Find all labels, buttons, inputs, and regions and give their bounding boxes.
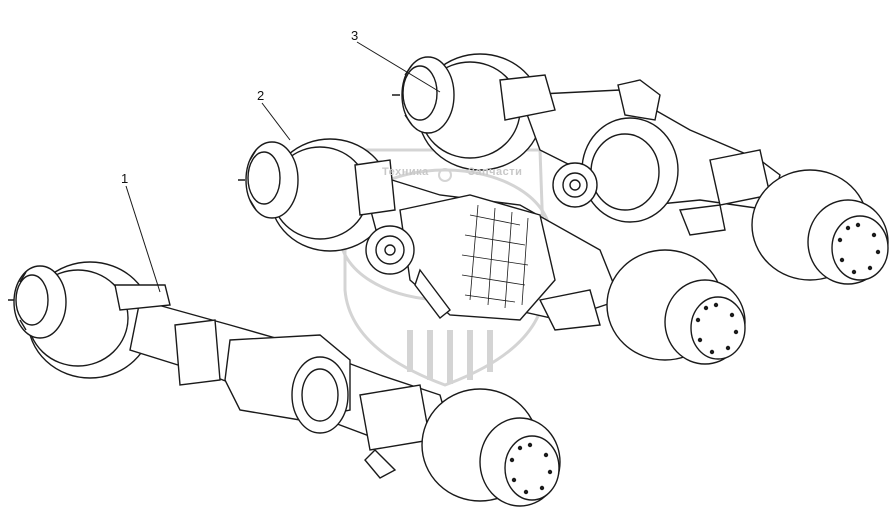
leader-lines — [125, 41, 441, 293]
leader-line-2 — [261, 102, 291, 141]
leader-line-1 — [125, 185, 161, 293]
callout-label-3: 3 — [351, 28, 359, 43]
watermark-text-right: Запчасти — [468, 166, 523, 178]
axle-2 — [238, 138, 746, 365]
callout-label-2: 2 — [257, 88, 265, 103]
axle-1 — [8, 261, 561, 507]
callout-label-1: 1 — [121, 171, 129, 186]
axle-3 — [392, 53, 889, 285]
watermark-text-left: Техника — [382, 166, 429, 178]
leader-line-3 — [356, 41, 441, 93]
